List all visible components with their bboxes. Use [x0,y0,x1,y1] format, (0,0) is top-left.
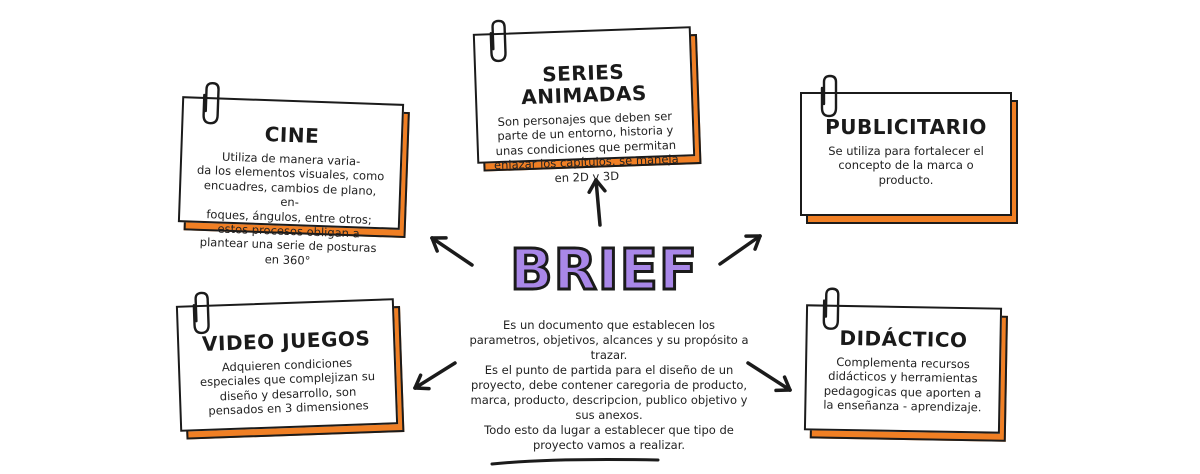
card-publicitario: PUBLICITARIO Se utiliza para fortalecer … [800,74,1018,224]
card-series-animadas: SERIES ANIMADAS Son personajes que deben… [472,19,702,185]
arrow-to-cine [430,236,474,267]
card-title: SERIES ANIMADAS [520,59,648,110]
card-cine: CINE Utiliza de manera varia- da los ele… [177,82,410,267]
card-title: PUBLICITARIO [825,115,987,139]
arrow-to-series [587,178,607,227]
card-didactico: DIDÁCTICO Complementa recursos didáctico… [803,287,1008,442]
brief-title: BRIEF [509,237,699,305]
brief-description: Es un documento que establecen los param… [469,318,749,452]
card-description: Se utiliza para fortalecer el concepto d… [828,144,984,187]
underline-stroke [490,458,660,466]
card-paper: PUBLICITARIO Se utiliza para fortalecer … [800,92,1012,216]
card-title: VIDEO JUEGOS [201,326,371,356]
paperclip-icon [822,287,840,330]
paperclip-icon [202,82,220,125]
card-description: Adquieren condiciones especiales que com… [199,355,376,418]
paperclip-icon [820,74,838,118]
card-description: Complementa recursos didácticos y herram… [823,354,982,415]
card-title: DIDÁCTICO [839,325,968,353]
card-description: Son personajes que deben ser parte de un… [493,108,679,185]
arrow-to-video-juegos [413,361,457,391]
card-video-juegos: VIDEO JUEGOS Adquieren condiciones espec… [175,291,405,440]
card-description: Utiliza de manera varia- da los elemento… [196,149,385,268]
arrow-to-publicitario [718,234,762,266]
paperclip-icon [489,19,507,63]
arrow-to-didactico [746,361,792,393]
paperclip-icon [192,291,210,335]
